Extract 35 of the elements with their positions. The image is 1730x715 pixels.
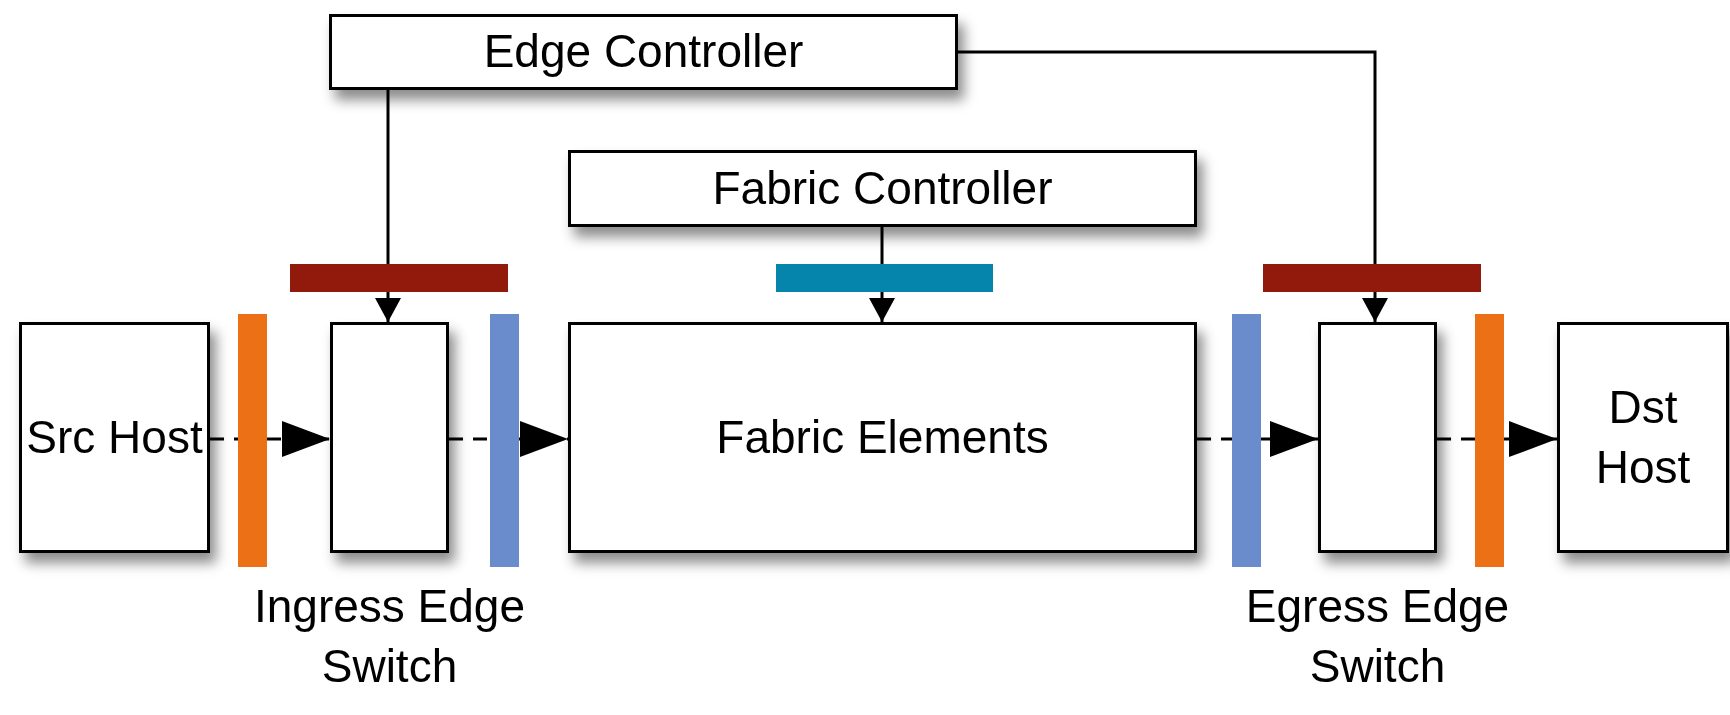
switch-box — [1318, 322, 1437, 553]
arrow — [869, 292, 895, 322]
arrow — [519, 421, 568, 457]
arrow — [1504, 421, 1557, 457]
host-box — [19, 322, 210, 553]
connector-line — [386, 90, 390, 264]
fabric-box — [568, 322, 1197, 553]
connector-line — [210, 437, 238, 441]
host-box — [1557, 322, 1729, 553]
node-label: Edge Controller — [483, 24, 804, 80]
interface-bar — [1232, 314, 1261, 567]
connector-line — [449, 437, 490, 441]
interface-bar — [776, 264, 993, 292]
interface-bar — [238, 314, 267, 567]
connector-line — [958, 50, 1377, 264]
interface-bar — [490, 314, 519, 567]
node-caption: Ingress Edge Switch — [252, 579, 527, 694]
interface-bar — [1475, 314, 1504, 567]
node-label: Fabric Elements — [716, 409, 1049, 465]
node-label: Dst Host — [1594, 379, 1692, 495]
arrow — [1261, 421, 1318, 457]
controller-box — [568, 150, 1197, 227]
controller-box — [329, 14, 958, 90]
connector-line — [1437, 437, 1475, 441]
node-caption: Egress Edge Switch — [1244, 579, 1511, 694]
node-label: Src Host — [26, 409, 203, 465]
connector-line — [1197, 437, 1232, 441]
switch-box — [330, 322, 449, 553]
arrow — [1362, 292, 1388, 322]
interface-bar — [290, 264, 508, 292]
arrow — [267, 421, 330, 457]
arrow — [375, 292, 401, 322]
node-label: Fabric Controller — [712, 160, 1053, 216]
connector-line — [880, 227, 884, 264]
interface-bar — [1263, 264, 1481, 292]
